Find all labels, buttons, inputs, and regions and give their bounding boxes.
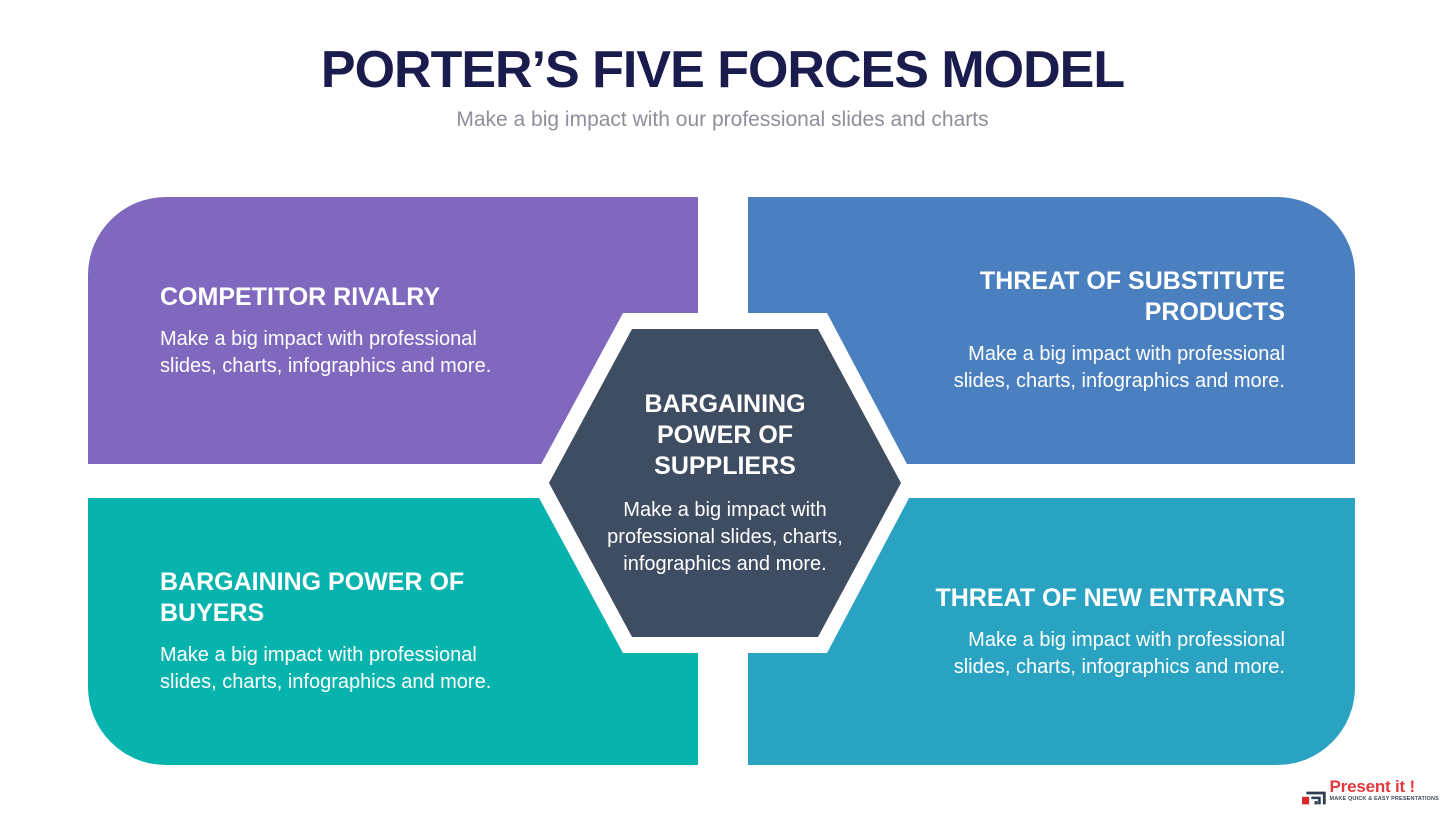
page-subtitle: Make a big impact with our professional … [456,108,989,131]
force-title: THREAT OF NEW ENTRANTS [935,583,1285,612]
force-description: Make a big impact with professional slid… [953,343,1285,392]
force-title: THREAT OF SUBSTITUTE PRODUCTS [979,267,1285,326]
force-description: Make a big impact with professional slid… [160,327,492,377]
force-description: Make a big impact with professional slid… [607,498,843,575]
hexagon-shape [531,313,917,653]
force-description: Make a big impact with professional slid… [160,644,492,693]
logo-tagline: MAKE QUICK & EASY PRESENTATIONS [1329,796,1439,802]
page-title: PORTER’S FIVE FORCES MODEL [320,41,1125,99]
force-description: Make a big impact with professional slid… [953,628,1285,678]
force-title: BARGAINING POWER OF BUYERS [160,568,465,627]
nested-bars-logo-icon [1301,791,1326,805]
brand-logo: Present it ! MAKE QUICK & EASY PRESENTAT… [1301,778,1439,806]
force-title: BARGAINING POWER OF SUPPLIERS [644,389,806,480]
header: PORTER’S FIVE FORCES MODEL Make a big im… [0,42,1445,132]
force-title: COMPETITOR RIVALRY [160,282,441,311]
logo-brand-name: Present it ! [1329,777,1416,796]
force-card-competitor-rivalry: COMPETITOR RIVALRY Make a big impact wit… [88,197,698,464]
force-card-bargaining-power-of-suppliers: BARGAINING POWER OF SUPPLIERS Make a big… [549,329,901,637]
logo-text: Present it ! MAKE QUICK & EASY PRESENTAT… [1330,778,1439,803]
force-card-threat-of-new-entrants: THREAT OF NEW ENTRANTS Make a big impact… [748,498,1355,765]
